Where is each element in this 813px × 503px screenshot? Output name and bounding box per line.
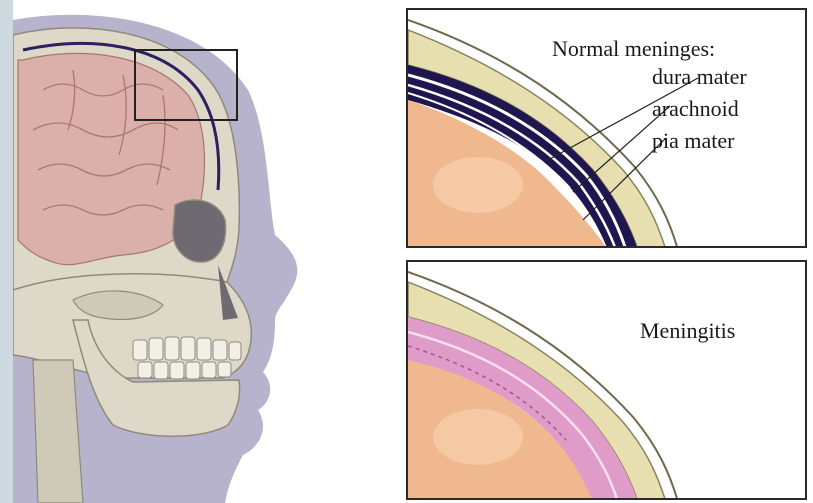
meningitis-illustration <box>408 262 807 500</box>
normal-meninges-heading: Normal meninges: <box>552 38 715 60</box>
eye-orbit <box>173 200 226 262</box>
head-skull-illustration <box>13 0 413 503</box>
normal-meninges-panel: Normal meninges: dura mater arachnoid pi… <box>406 8 807 248</box>
illustration-canvas: Normal meninges: dura mater arachnoid pi… <box>13 0 813 503</box>
dura-mater-label: dura mater <box>652 66 747 88</box>
upper-teeth <box>133 337 241 360</box>
meningitis-panel: Meningitis <box>406 260 807 500</box>
arachnoid-label: arachnoid <box>652 98 739 120</box>
meningitis-heading: Meningitis <box>640 320 735 342</box>
pia-mater-label: pia mater <box>652 130 734 152</box>
